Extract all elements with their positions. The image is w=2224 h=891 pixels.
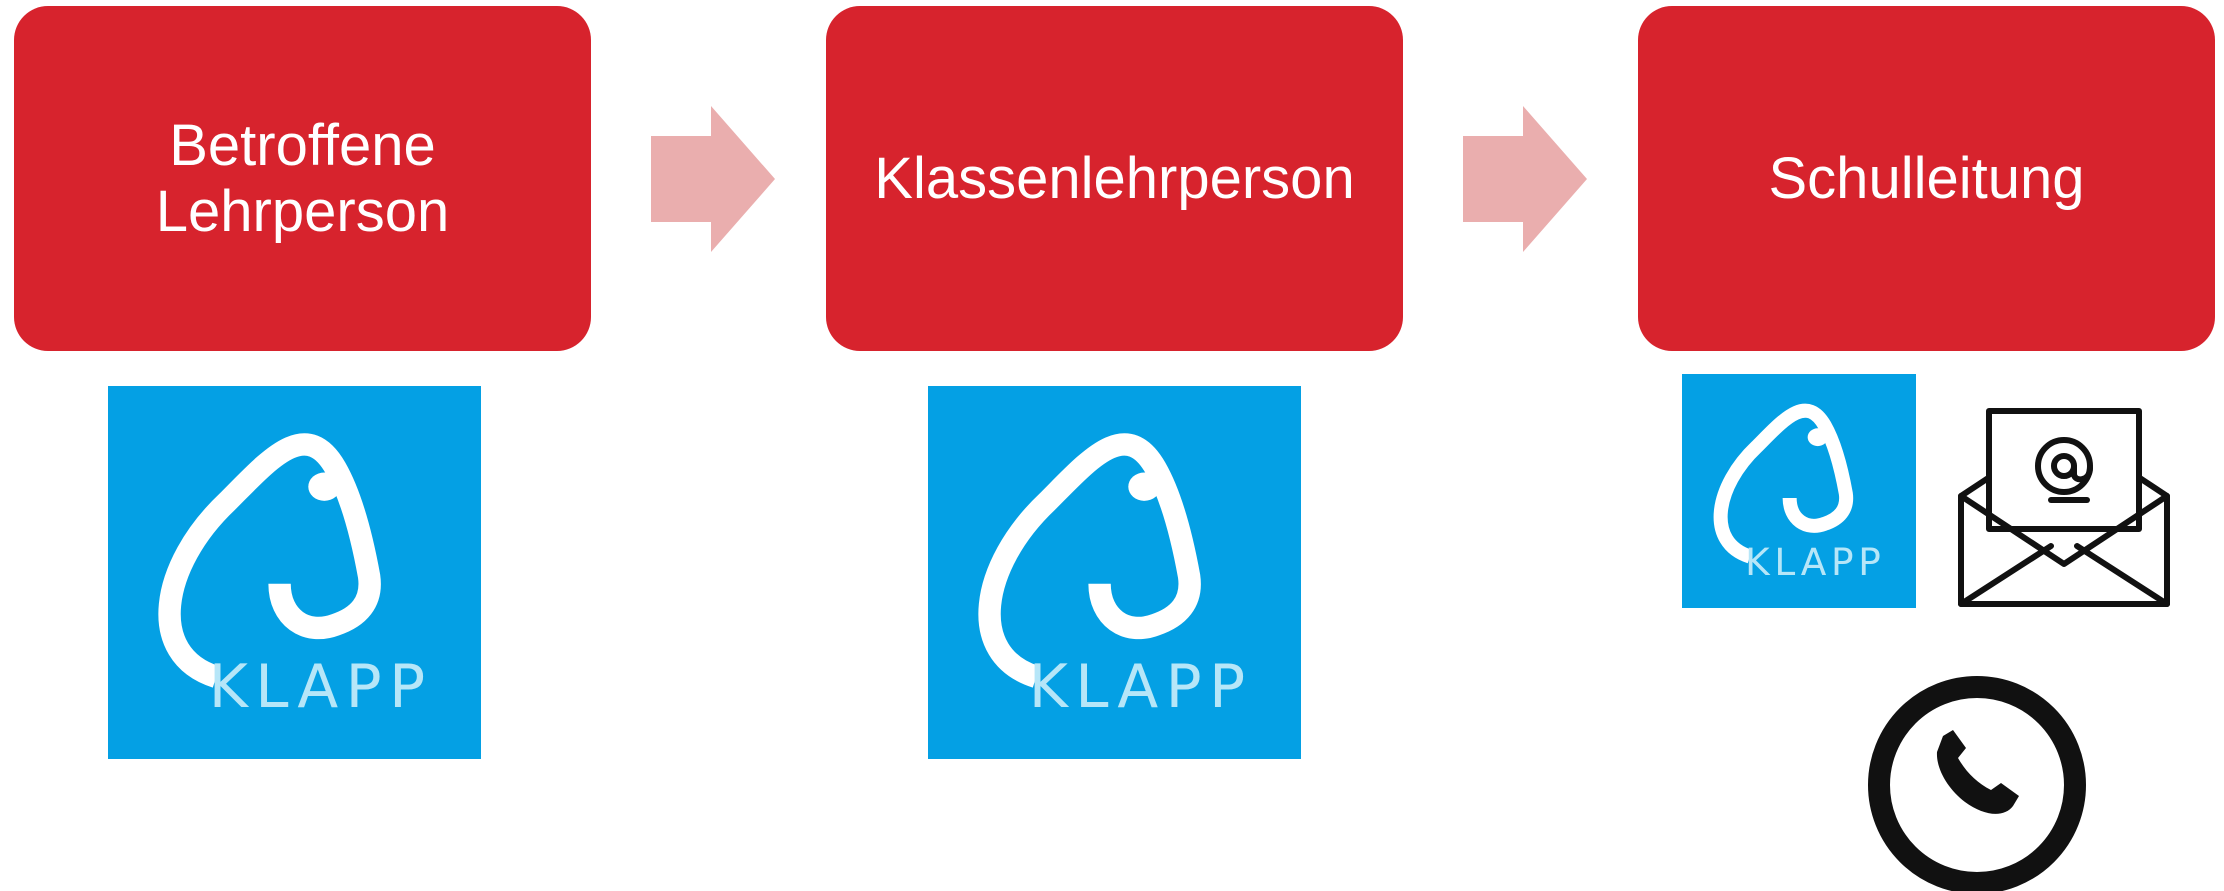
klapp-app-tile: KLAPP xyxy=(108,386,481,759)
svg-text:KLAPP: KLAPP xyxy=(1029,653,1253,722)
phone-icon xyxy=(1864,672,2090,891)
flow-arrow-2 xyxy=(1463,106,1587,252)
klapp-elephant-icon: KLAPP xyxy=(108,386,481,759)
stage-label: Schulleitung xyxy=(1768,145,2085,211)
email-envelope-icon xyxy=(1957,408,2171,608)
svg-text:KLAPP: KLAPP xyxy=(1745,540,1885,584)
stage-box-klassenlehrperson: Klassenlehrperson xyxy=(826,6,1403,351)
klapp-elephant-icon: KLAPP xyxy=(1682,374,1916,608)
flow-arrow-1 xyxy=(651,106,775,252)
svg-text:KLAPP: KLAPP xyxy=(209,653,433,722)
klapp-app-tile: KLAPP xyxy=(1682,374,1916,608)
klapp-elephant-icon: KLAPP xyxy=(928,386,1301,759)
stage-box-schulleitung: Schulleitung xyxy=(1638,6,2215,351)
stage-label: Klassenlehrperson xyxy=(874,145,1355,211)
stage-box-betroffene-lehrperson: Betroffene Lehrperson xyxy=(14,6,591,351)
klapp-app-tile: KLAPP xyxy=(928,386,1301,759)
stage-label: Betroffene Lehrperson xyxy=(155,112,450,244)
